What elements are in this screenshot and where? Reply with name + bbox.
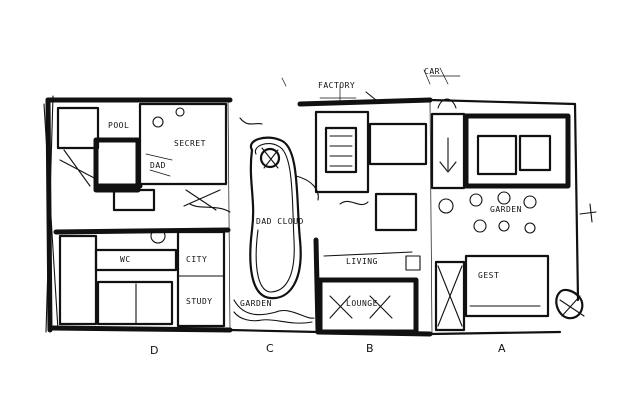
- label-dad-cloud: DAD CLOUD: [256, 217, 304, 226]
- zone-d-rooms: [53, 102, 231, 328]
- zone-b-rooms: [313, 85, 428, 335]
- label-factory: FACTORY: [318, 81, 355, 90]
- zone-c-garden: [189, 77, 319, 324]
- label-car: CAR: [424, 67, 440, 76]
- label-gest: GEST: [478, 271, 499, 280]
- outer-walls: [43, 95, 580, 337]
- label-garden-main: GARDEN: [240, 299, 272, 308]
- label-living: LIVING: [346, 257, 378, 266]
- label-dad: DAD: [150, 161, 166, 170]
- label-city: CITY: [186, 255, 207, 264]
- zone-letter-a: A: [498, 342, 506, 355]
- label-garden-right: GARDEN: [490, 205, 522, 214]
- zone-divider-lines: [227, 99, 597, 335]
- zone-letter-d: D: [150, 344, 158, 357]
- label-pool: POOL: [108, 121, 129, 130]
- zone-letter-b: B: [366, 342, 374, 355]
- label-secret: SECRET: [174, 139, 206, 148]
- zone-a-rooms: [423, 67, 585, 332]
- label-lounge: LOUNGE: [346, 299, 378, 308]
- label-study: STUDY: [186, 297, 213, 306]
- zone-letter-c: C: [266, 342, 274, 355]
- label-wc: WC: [120, 255, 131, 264]
